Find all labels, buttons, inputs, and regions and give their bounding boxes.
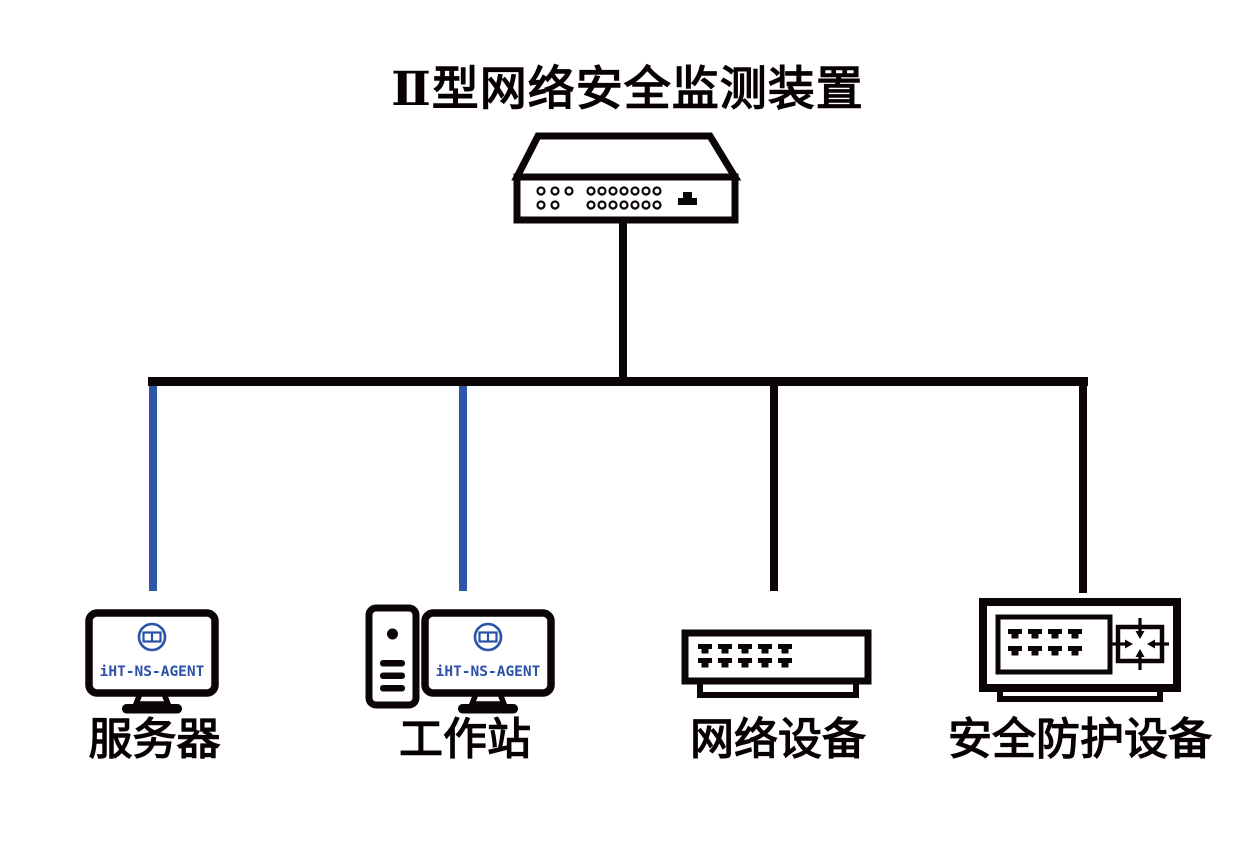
tower-vents <box>380 660 405 692</box>
diagram-title: Ⅱ型网络安全监测装置 <box>391 64 864 116</box>
tower-power-dot <box>387 628 398 640</box>
iht-circle-logo-icon <box>473 622 503 652</box>
link-workstation-line <box>459 386 467 591</box>
switch-body <box>681 629 872 685</box>
trunk-line-top <box>619 218 627 386</box>
link-server-line <box>149 386 157 591</box>
security-device-icon <box>979 598 1181 702</box>
server-label: 服务器 <box>88 715 221 764</box>
led-lights-middle <box>586 186 662 210</box>
bus-line <box>148 377 1088 386</box>
monitor-screen <box>85 609 219 697</box>
security-device-label: 安全防护设备 <box>948 715 1212 764</box>
monitor-screen <box>421 609 555 697</box>
server-screen-text: iHT-NS-AGENT <box>100 664 205 680</box>
security-port-panel <box>995 614 1113 675</box>
monitor-base <box>122 704 182 714</box>
appliance-front-panel <box>513 173 739 224</box>
workstation-label: 工作站 <box>399 715 531 764</box>
plug-icon <box>678 192 697 205</box>
monitor-base <box>458 704 518 714</box>
appliance-top-face <box>511 132 742 181</box>
workstation-monitor-icon: iHT-NS-AGENT <box>421 609 555 714</box>
network-device-label: 网络设备 <box>690 715 866 764</box>
iht-circle-logo-icon <box>137 622 167 652</box>
server-monitor-icon: iHT-NS-AGENT <box>85 609 219 714</box>
workstation-screen-text: iHT-NS-AGENT <box>436 664 541 680</box>
monitoring-device-icon <box>511 132 742 224</box>
tower-case <box>365 604 420 709</box>
workstation-tower-icon <box>365 604 420 709</box>
network-device-icon <box>681 629 872 698</box>
link-security-line <box>1079 386 1087 593</box>
security-ports <box>1008 629 1082 656</box>
router-crossing-arrows-icon <box>1111 618 1169 670</box>
led-lights-left <box>536 186 574 210</box>
link-network-line <box>770 386 778 591</box>
switch-ports <box>698 644 792 668</box>
